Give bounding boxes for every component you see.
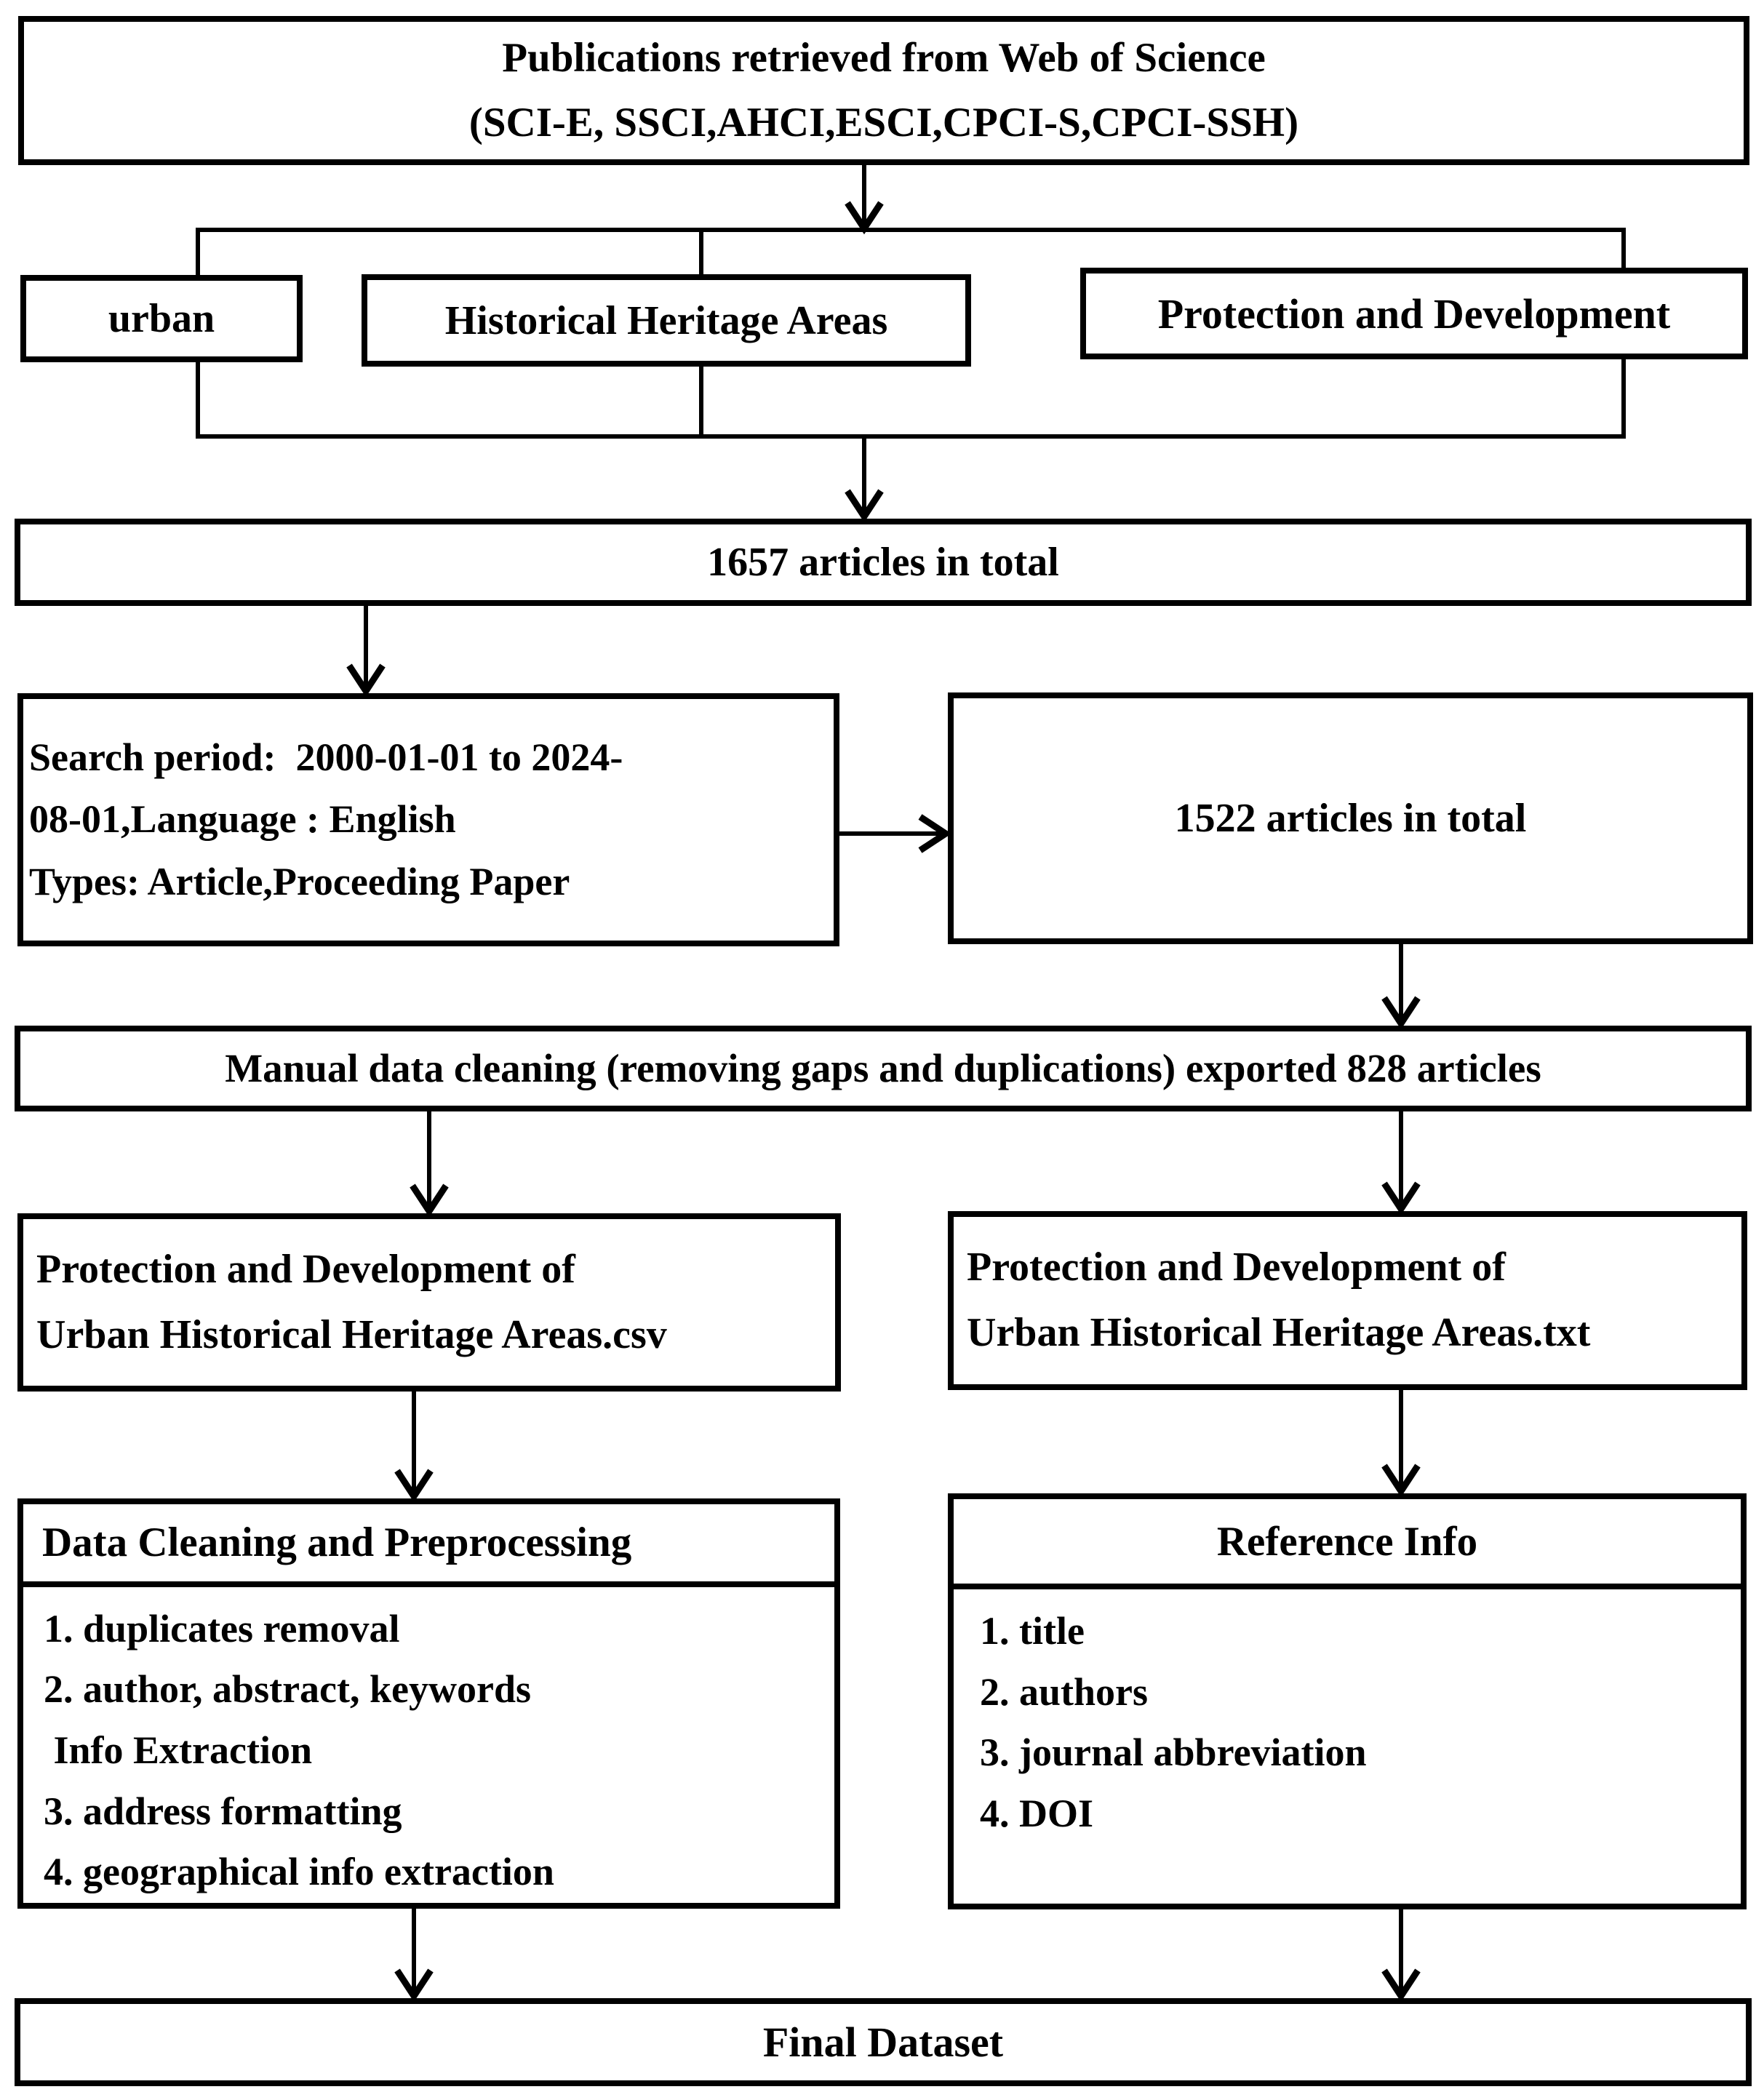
total-1657-bar: 1657 articles in total — [15, 519, 1752, 606]
arrow-1657-to-filter — [346, 606, 386, 698]
arrow-filter-to-1522 — [839, 814, 952, 853]
filter-line3: Types: Article,Proceeding Paper — [29, 859, 570, 903]
filter-line2: 08-01,Language : English — [29, 797, 456, 842]
keyword-box-historical-heritage-areas: Historical Heritage Areas — [362, 274, 971, 367]
arrow-source-to-keywords — [845, 165, 884, 235]
csv-line2: Urban Historical Heritage Areas.csv — [36, 1311, 667, 1357]
reference-panel-header: Reference Info — [954, 1499, 1741, 1589]
reference-list: 1. title 2. authors 3. journal abbreviat… — [954, 1589, 1741, 1904]
list-item: 4. DOI — [980, 1792, 1094, 1836]
list-item: 4. geographical info extraction — [44, 1850, 554, 1894]
search-filter-box: Search period: 2000-01-01 to 2024- 08-01… — [17, 693, 839, 946]
list-item: 2. author, abstract, keywords — [44, 1667, 532, 1712]
preprocessing-header-label: Data Cleaning and Preprocessing — [42, 1520, 632, 1566]
txt-file-box: Protection and Development of Urban Hist… — [948, 1211, 1747, 1390]
keyword-box-protection-and-development: Protection and Development — [1080, 268, 1748, 359]
total-1657-label: 1657 articles in total — [707, 540, 1059, 585]
total-1522-box: 1522 articles in total — [948, 692, 1753, 944]
keyword-label: urban — [108, 296, 215, 341]
arrow-preprocessing-to-final — [394, 1909, 434, 2003]
source-box-line2: (SCI-E, SSCI,AHCI,ESCI,CPCI-S,CPCI-SSH) — [468, 99, 1299, 145]
reference-header-label: Reference Info — [1216, 1518, 1478, 1565]
arrow-manual-to-csv — [410, 1111, 449, 1218]
keyword-label: Protection and Development — [1157, 290, 1671, 338]
arrow-csv-to-preprocessing — [394, 1392, 434, 1503]
final-dataset-bar: Final Dataset — [15, 1998, 1752, 2086]
arrow-keywords-to-1657 — [845, 436, 884, 523]
reference-info-panel: Reference Info 1. title 2. authors 3. jo… — [948, 1493, 1747, 1909]
total-1522-label: 1522 articles in total — [1174, 796, 1527, 841]
final-dataset-label: Final Dataset — [762, 2019, 1004, 2066]
source-box-line1: Publications retrieved from Web of Scien… — [502, 35, 1266, 81]
txt-line1: Protection and Development of — [967, 1245, 1506, 1290]
list-item: Info Extraction — [44, 1728, 312, 1772]
arrow-1522-to-manual — [1381, 944, 1421, 1030]
arrow-txt-to-reference — [1381, 1390, 1421, 1498]
manual-cleaning-label: Manual data cleaning (removing gaps and … — [225, 1045, 1541, 1090]
manual-cleaning-bar: Manual data cleaning (removing gaps and … — [15, 1026, 1752, 1111]
arrow-manual-to-txt — [1381, 1111, 1421, 1215]
csv-file-box: Protection and Development of Urban Hist… — [17, 1213, 841, 1392]
source-box: Publications retrieved from Web of Scien… — [18, 16, 1749, 165]
keyword-box-urban: urban — [20, 275, 303, 362]
txt-line2: Urban Historical Heritage Areas.txt — [967, 1310, 1591, 1355]
list-item: 2. authors — [980, 1669, 1149, 1714]
list-item: 3. journal abbreviation — [980, 1730, 1367, 1775]
keyword-label: Historical Heritage Areas — [444, 298, 888, 343]
filter-line1: Search period: 2000-01-01 to 2024- — [29, 735, 623, 780]
list-item: 1. title — [980, 1609, 1085, 1653]
preprocessing-panel-header: Data Cleaning and Preprocessing — [23, 1504, 834, 1587]
preprocessing-list: 1. duplicates removal 2. author, abstrac… — [23, 1587, 834, 1903]
arrow-reference-to-final — [1381, 1909, 1421, 2003]
csv-line1: Protection and Development of — [36, 1246, 575, 1292]
preprocessing-panel: Data Cleaning and Preprocessing 1. dupli… — [17, 1498, 840, 1909]
list-item: 1. duplicates removal — [44, 1606, 400, 1650]
list-item: 3. address formatting — [44, 1789, 402, 1833]
